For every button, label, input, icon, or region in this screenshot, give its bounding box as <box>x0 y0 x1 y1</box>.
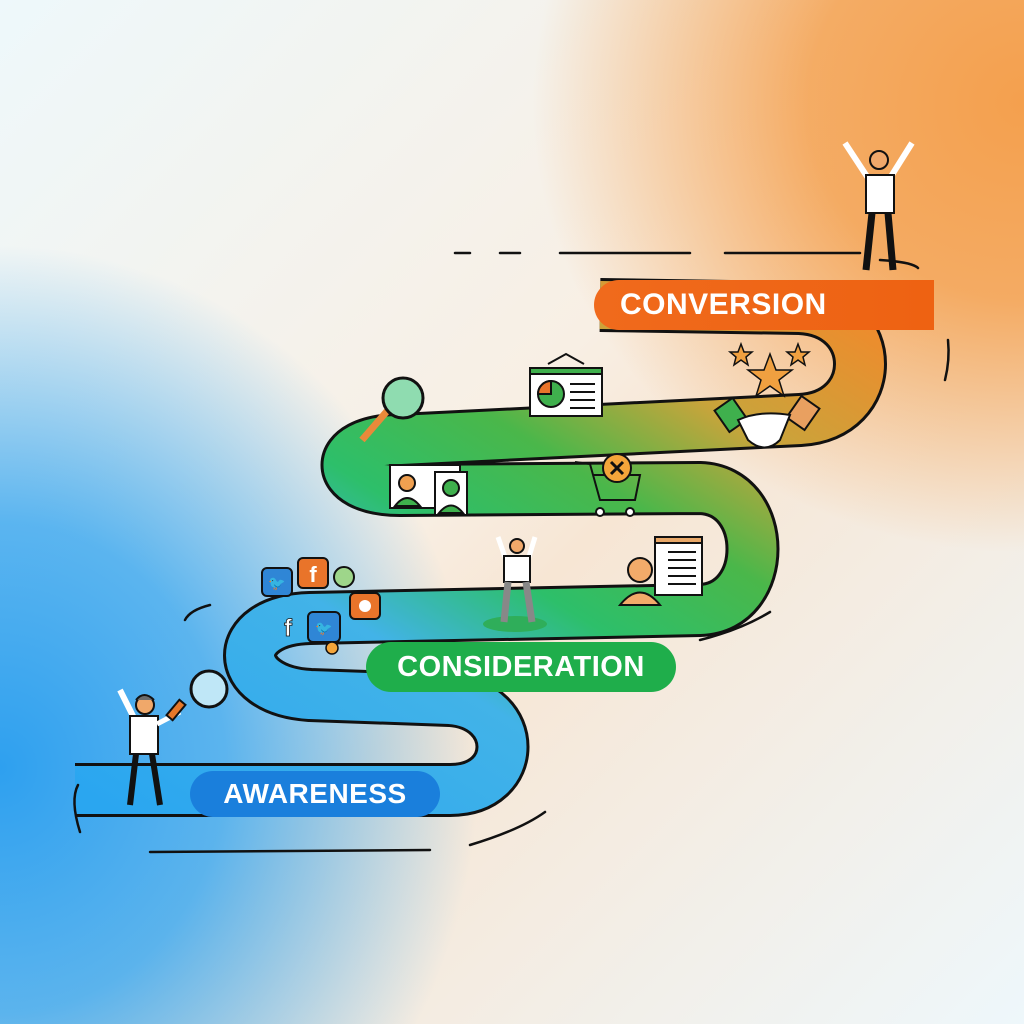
stage-label-consideration: CONSIDERATION <box>366 642 676 692</box>
facebook-small-icon: f <box>284 615 293 642</box>
road-fill <box>75 281 884 814</box>
person-with-magnifier-icon <box>117 669 229 806</box>
facebook-icon: f <box>297 557 329 589</box>
motion-lines <box>73 251 950 854</box>
stage-label-conversion: CONVERSION <box>594 280 934 330</box>
svg-text:🐦: 🐦 <box>268 576 285 592</box>
person-document-icon <box>617 536 703 606</box>
twitter-icon: 🐦 <box>261 567 293 597</box>
chat-bubble-icon <box>349 592 381 620</box>
presentation-chart-icon <box>529 352 603 417</box>
user-profile-cards-icon <box>389 464 468 516</box>
stars-icon <box>727 341 812 398</box>
svg-text:🐦: 🐦 <box>315 621 332 637</box>
badge-dot-icon <box>325 641 339 655</box>
stage-label-awareness: AWARENESS <box>190 771 440 817</box>
shopping-cart-cancel-icon <box>574 453 642 517</box>
search-bubble-icon <box>333 566 355 588</box>
person-celebrating-icon <box>483 536 547 632</box>
handshake-icon <box>713 394 821 449</box>
svg-text:f: f <box>309 562 317 587</box>
twitter-small-icon: 🐦 <box>307 611 341 643</box>
magnifier-icon <box>359 376 425 443</box>
person-celebrating-conversion-icon <box>842 141 915 271</box>
